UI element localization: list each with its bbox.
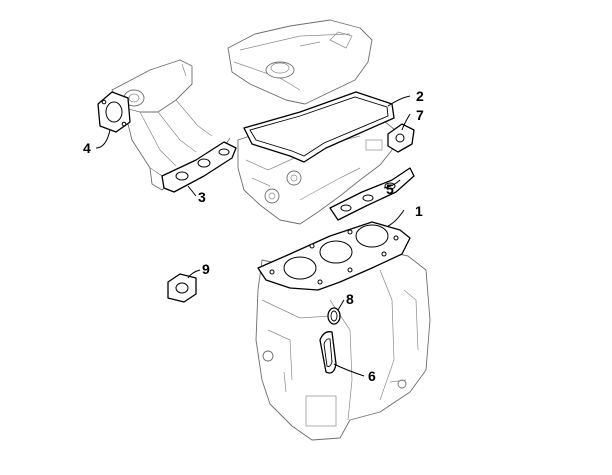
leader-4: [95, 129, 111, 149]
valve-cover-gasket: [243, 91, 395, 163]
leader-7: [401, 113, 411, 131]
callout-8: 8: [346, 291, 354, 307]
callout-2: 2: [416, 88, 424, 104]
leader-lines: [95, 95, 411, 377]
head-gasket-1: [257, 221, 411, 291]
leader-5: [383, 179, 401, 189]
callout-5: 5: [386, 181, 394, 197]
leader-9: [187, 269, 201, 279]
oblong-gasket-6: [319, 331, 337, 374]
throttle-body-gasket-4: [97, 91, 131, 133]
callout-9: 9: [202, 261, 210, 277]
leader-6: [333, 363, 365, 377]
callout-7: 7: [416, 107, 424, 123]
leader-8: [337, 299, 345, 311]
small-gasket-7: [387, 123, 415, 153]
callout-1: 1: [415, 203, 423, 219]
callout-labels: 1 2 3 4 5 6 7 8 9: [83, 88, 424, 384]
exhaust-manifold-gasket-5: [329, 167, 415, 221]
o-ring-8: [327, 307, 341, 325]
callout-4: 4: [83, 140, 91, 156]
callout-3: 3: [198, 189, 206, 205]
square-gasket-9: [167, 273, 197, 303]
leader-1: [387, 209, 405, 227]
intake-manifold-gasket-3: [161, 141, 237, 193]
engine-block: [255, 249, 431, 441]
leader-2: [387, 95, 411, 107]
leader-3: [187, 185, 197, 197]
callout-6: 6: [368, 368, 376, 384]
cylinder-head-cover: [227, 19, 373, 105]
